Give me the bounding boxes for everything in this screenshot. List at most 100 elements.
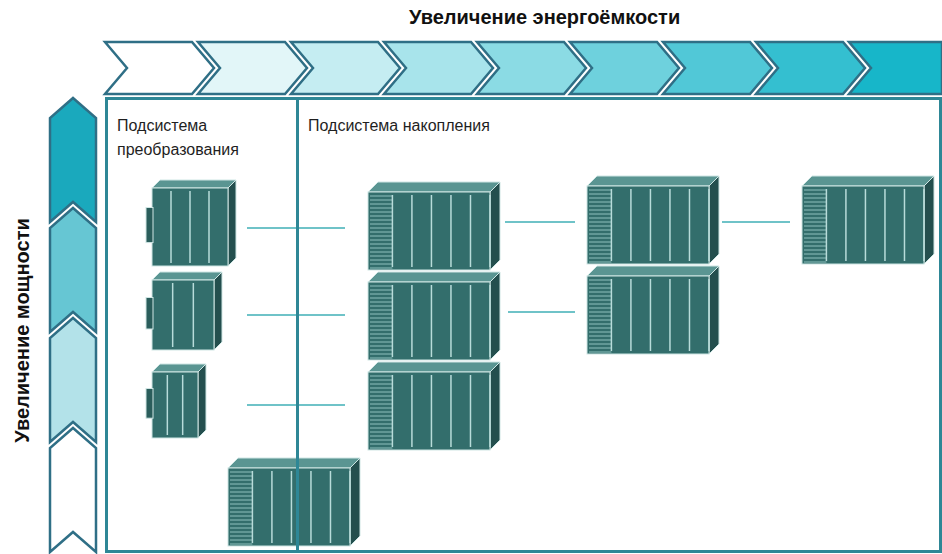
shape bbox=[230, 544, 252, 545]
shape bbox=[489, 375, 491, 447]
shape bbox=[370, 428, 392, 429]
shape bbox=[589, 202, 611, 203]
storage-container bbox=[802, 176, 934, 264]
shape bbox=[368, 362, 500, 372]
converter-cabinet bbox=[146, 364, 206, 438]
shape bbox=[230, 496, 252, 497]
shape bbox=[230, 520, 252, 521]
shape bbox=[689, 279, 691, 351]
shape bbox=[587, 186, 709, 264]
shape bbox=[193, 283, 195, 347]
converter-cabinet bbox=[146, 180, 236, 266]
shape bbox=[589, 320, 611, 321]
vertical-axis-label: Увеличение мощности bbox=[11, 218, 34, 443]
shape bbox=[470, 375, 472, 447]
shape bbox=[587, 276, 709, 354]
shape bbox=[310, 471, 312, 543]
shape bbox=[589, 280, 611, 281]
shape bbox=[370, 318, 392, 319]
shape bbox=[146, 298, 153, 330]
shape bbox=[589, 352, 611, 353]
shape bbox=[802, 176, 934, 186]
shape bbox=[370, 268, 392, 269]
shape bbox=[230, 516, 252, 517]
link-line bbox=[508, 311, 575, 313]
shape bbox=[349, 471, 351, 543]
shape bbox=[228, 180, 236, 266]
power-chevron bbox=[50, 208, 96, 332]
shape bbox=[804, 202, 826, 203]
shape bbox=[589, 218, 611, 219]
shape bbox=[370, 286, 392, 287]
shape bbox=[146, 389, 153, 419]
energy-chevron bbox=[105, 42, 214, 94]
shape bbox=[230, 540, 252, 541]
shape bbox=[669, 279, 671, 351]
shape bbox=[589, 258, 611, 259]
shape bbox=[198, 364, 206, 438]
storage-container bbox=[228, 458, 360, 546]
shape bbox=[923, 189, 925, 261]
shape bbox=[804, 194, 826, 195]
shape bbox=[152, 372, 198, 438]
shape bbox=[182, 375, 184, 435]
shape bbox=[650, 279, 652, 351]
shape bbox=[172, 283, 174, 347]
shape bbox=[214, 272, 222, 350]
shape bbox=[708, 279, 710, 351]
shape bbox=[450, 285, 452, 357]
shape bbox=[170, 191, 172, 263]
shape bbox=[252, 471, 254, 543]
shape bbox=[709, 176, 719, 264]
shape bbox=[230, 504, 252, 505]
energy-chevron bbox=[477, 42, 586, 94]
shape bbox=[392, 285, 394, 357]
shape bbox=[230, 536, 252, 537]
shape bbox=[230, 500, 252, 501]
shape bbox=[370, 208, 392, 209]
shape bbox=[228, 468, 350, 546]
shape bbox=[370, 424, 392, 425]
shape bbox=[804, 218, 826, 219]
shape bbox=[370, 326, 392, 327]
shape bbox=[589, 230, 611, 231]
shape bbox=[845, 189, 847, 261]
shape bbox=[370, 440, 392, 441]
shape bbox=[370, 380, 392, 381]
shape bbox=[370, 444, 392, 445]
shape bbox=[370, 240, 392, 241]
shape bbox=[589, 190, 611, 191]
shape bbox=[370, 224, 392, 225]
shape bbox=[689, 189, 691, 261]
shape bbox=[370, 448, 392, 449]
subsystem-region: Подсистема накопления bbox=[296, 97, 942, 553]
shape bbox=[450, 375, 452, 447]
shape bbox=[804, 234, 826, 235]
shape bbox=[228, 458, 360, 468]
shape bbox=[589, 262, 611, 263]
shape bbox=[589, 250, 611, 251]
shape bbox=[370, 236, 392, 237]
shape bbox=[589, 198, 611, 199]
shape bbox=[208, 191, 210, 263]
shape bbox=[370, 290, 392, 291]
shape bbox=[370, 436, 392, 437]
storage-container bbox=[587, 176, 719, 264]
shape bbox=[271, 471, 273, 543]
shape bbox=[411, 285, 413, 357]
axis-label: Увеличение энергоёмкости bbox=[409, 6, 680, 29]
shape bbox=[589, 214, 611, 215]
shape bbox=[370, 354, 392, 355]
shape bbox=[804, 258, 826, 259]
shape bbox=[152, 364, 206, 372]
shape bbox=[669, 189, 671, 261]
shape bbox=[152, 188, 228, 266]
shape bbox=[431, 375, 433, 447]
shape bbox=[152, 280, 214, 350]
shape bbox=[370, 392, 392, 393]
shape bbox=[370, 204, 392, 205]
shape bbox=[431, 285, 433, 357]
shape bbox=[804, 246, 826, 247]
shape bbox=[152, 272, 222, 280]
shape bbox=[370, 416, 392, 417]
